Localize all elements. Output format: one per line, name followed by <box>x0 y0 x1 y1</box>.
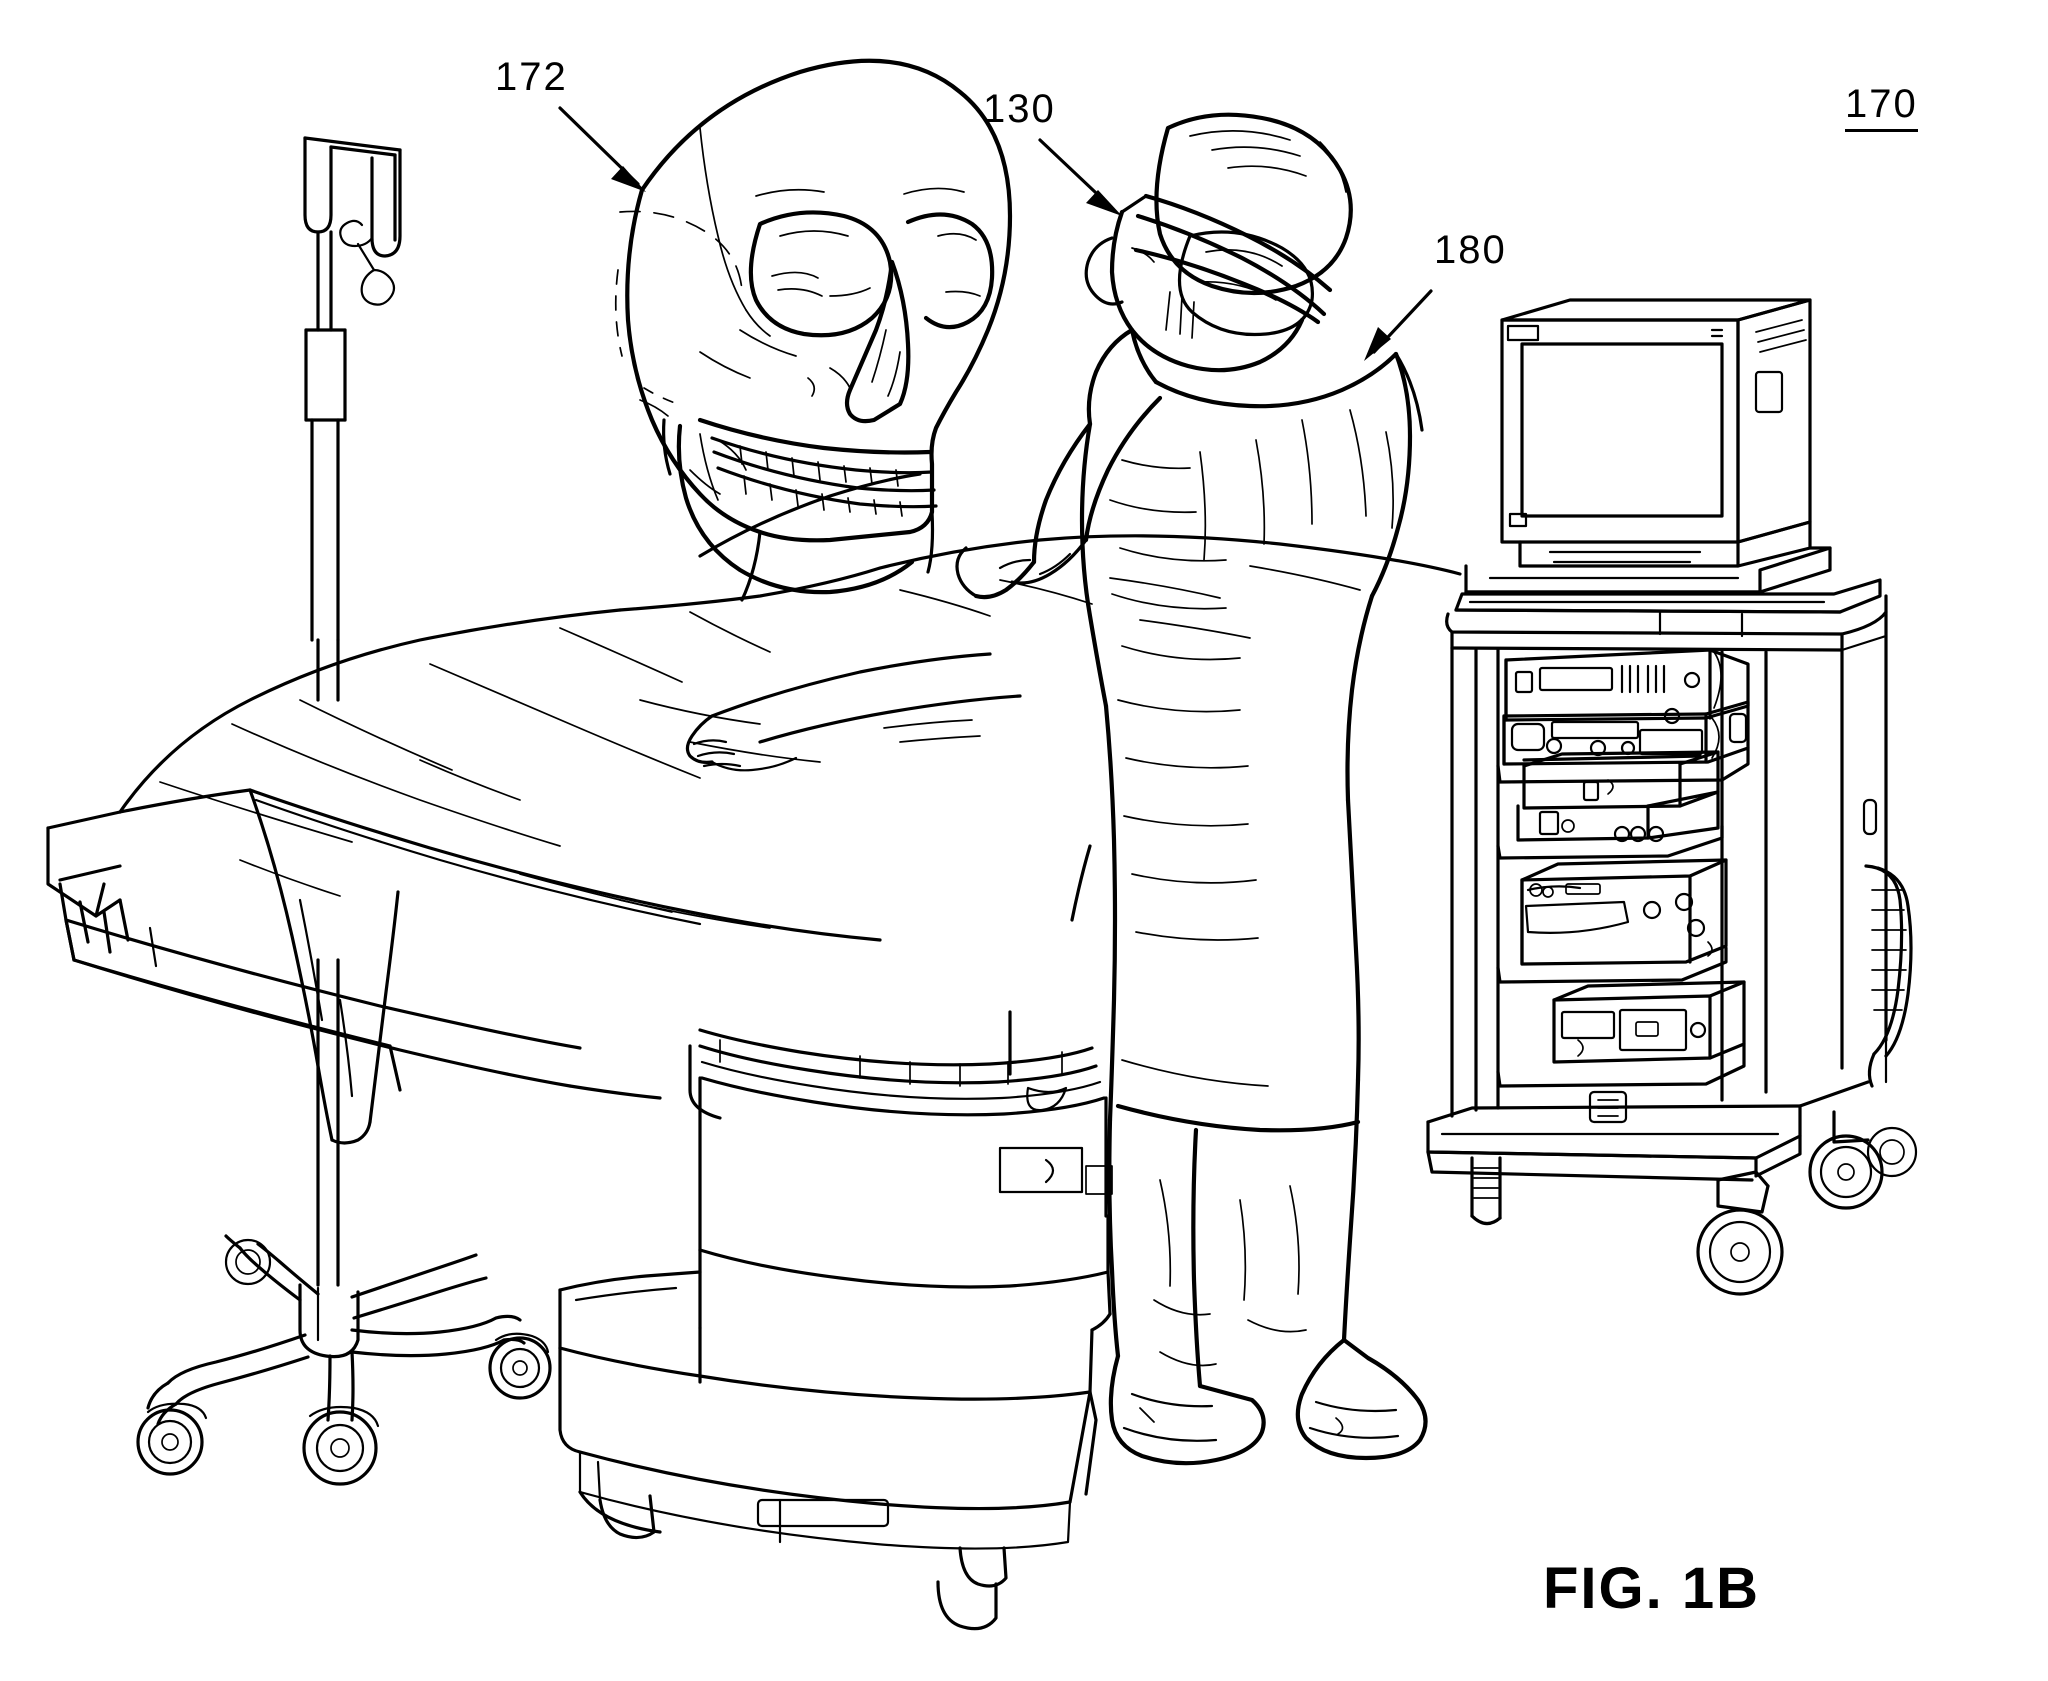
rack-shelf-1 <box>1496 648 1750 784</box>
reference-numeral-170: 170 <box>1845 82 1918 132</box>
cart-caster-rear <box>1808 1110 1918 1210</box>
iv-pole <box>136 136 552 1486</box>
leader-line-172 <box>558 106 646 192</box>
iv-caster-front <box>302 1405 380 1486</box>
iv-caster-right <box>488 1332 552 1400</box>
figure-caption: FIG. 1B <box>1543 1556 1761 1621</box>
equipment-cart <box>1426 298 1918 1296</box>
rack-shelf-4 <box>1496 980 1746 1088</box>
reference-numeral-130: 130 <box>983 87 1056 131</box>
rack-shelf-3 <box>1496 858 1728 984</box>
reference-numeral-180: 180 <box>1434 228 1507 272</box>
cart-caster-front <box>1696 1170 1784 1296</box>
operating-table <box>46 788 1113 1631</box>
crt-monitor <box>1464 298 1832 594</box>
patient-arm <box>685 652 1022 772</box>
leader-line-180 <box>1364 289 1433 361</box>
rack-shelf-2 <box>1496 750 1724 860</box>
patient-skull <box>614 58 1013 602</box>
surgical-drape <box>118 472 1462 1145</box>
leader-line-130 <box>1038 138 1122 216</box>
iv-caster-left <box>136 1402 208 1476</box>
reference-numeral-172: 172 <box>495 55 568 99</box>
surgeon <box>955 112 1428 1466</box>
iv-caster-back <box>224 1238 272 1286</box>
